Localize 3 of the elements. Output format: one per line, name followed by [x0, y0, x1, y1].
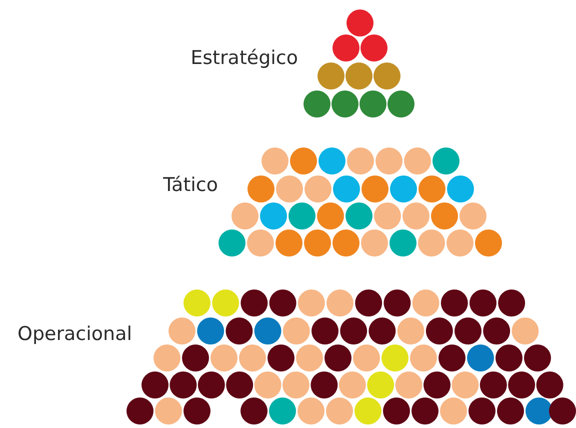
level-label: Operacional	[18, 325, 132, 344]
level-label: Tático	[163, 176, 218, 195]
level-label: Estratégico	[190, 49, 298, 68]
